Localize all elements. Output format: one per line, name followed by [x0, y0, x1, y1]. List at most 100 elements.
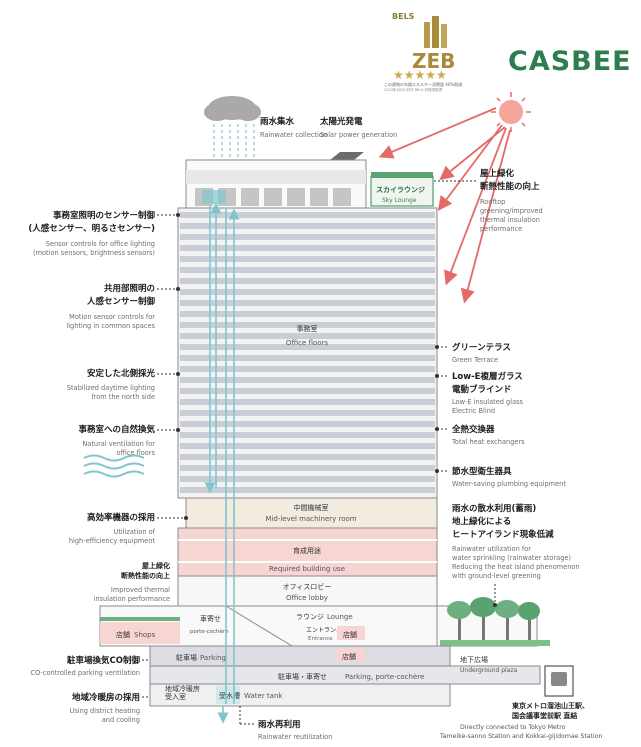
station-icon — [544, 665, 574, 697]
shops-en: Shops — [134, 631, 156, 639]
star-rating: ★★★★★ — [393, 68, 447, 82]
callout-rainwater-reuse: 雨水再利用 Rainwater reutilization — [239, 706, 332, 741]
casbee-logo: CASBEE — [508, 46, 632, 77]
callout-rainwater-collection: 雨水集水 Rainwater collection — [260, 116, 327, 139]
svg-text:Water-saving plumbing equipmen: Water-saving plumbing equipment — [452, 480, 566, 488]
lounge-en: Lounge — [327, 613, 353, 621]
svg-text:Rainwater reutilization: Rainwater reutilization — [258, 733, 332, 741]
wind-icon — [83, 454, 145, 478]
parking-en: Parking — [200, 654, 226, 662]
tree-icon — [495, 600, 519, 645]
office-floor-slab — [180, 432, 435, 438]
rainwater-pipes — [204, 202, 240, 724]
office-lobby-jp: オフィスロビー — [283, 582, 332, 591]
svg-text:Low-E複層ガラス電動ブラインド: Low-E複層ガラス電動ブラインド — [452, 371, 523, 395]
parking2-en: Parking, porte-cochère — [345, 673, 424, 681]
office-floor-slab — [180, 311, 435, 317]
callout-station: 東京メトロ溜池山王駅、国会議事堂前駅 直結 Directly connected… — [439, 701, 602, 740]
svg-text:雨水再利用: 雨水再利用 — [258, 719, 301, 730]
office-floor-slab — [180, 399, 435, 405]
dhc-jp: 地域冷暖房受入室 — [165, 684, 200, 701]
zeb-building-icon — [424, 16, 447, 48]
svg-text:駐車場換気CO制御: 駐車場換気CO制御 — [67, 655, 140, 666]
porte-cochere-jp: 車寄せ — [200, 614, 221, 623]
office-floor-slab — [180, 443, 435, 449]
star-icon: ★★★★★ — [393, 68, 447, 82]
entrance-jp: エントランス — [306, 627, 342, 634]
svg-text:Green Terrace: Green Terrace — [452, 356, 498, 364]
office-lobby: オフィスロビー Office lobby — [177, 575, 438, 607]
sun-icon — [491, 92, 531, 132]
callout-jp-2: (人感センサー、明るさセンサー) — [28, 223, 155, 234]
office-floors-en: Office floors — [286, 339, 329, 347]
office-floor-slab — [180, 289, 435, 295]
office-floor-slab — [180, 476, 435, 482]
zeb-label: ZEB — [412, 49, 455, 73]
callout-jp-1: 事務室照明のセンサー制御 — [53, 210, 156, 221]
shops2-jp: 店舗 — [343, 630, 357, 639]
ground-trees — [440, 597, 550, 646]
office-floor-slab — [180, 234, 435, 240]
penthouse — [185, 159, 367, 209]
office-floors-jp: 事務室 — [297, 324, 318, 333]
office-floor-slab — [180, 421, 435, 427]
zeb-note-2: 2024年4月30日付 BELS 評価書取得 — [384, 87, 443, 92]
svg-text:Directly connected to Tokyo Me: Directly connected to Tokyo MetroTameike… — [439, 724, 602, 740]
office-lobby-en: Office lobby — [286, 594, 328, 602]
office-floor-slab — [180, 245, 435, 251]
callout-en: Solar power generation — [320, 131, 397, 139]
svg-text:雨水の散水利用(蓄雨)地上緑化によるヒートアイランド現象低減: 雨水の散水利用(蓄雨)地上緑化によるヒートアイランド現象低減 — [452, 503, 554, 540]
callout-green-terrace: グリーンテラス Green Terrace — [435, 342, 511, 364]
callout-rainwater-sprinkling: 雨水の散水利用(蓄雨)地上緑化によるヒートアイランド現象低減 Rainwater… — [452, 503, 580, 607]
svg-text:事務室への自然換気: 事務室への自然換気 — [78, 424, 155, 435]
underground-plaza-jp: 地下広場 — [460, 655, 488, 664]
porte-cochere-en: porte-cochère — [190, 628, 229, 635]
basement-b2: 駐車場・車寄せ Parking, porte-cochère 地下広場 Unde… — [149, 655, 541, 685]
office-tower — [177, 207, 438, 499]
svg-text:事務室照明のセンサー制御(人感センサー、明るさセンサー): 事務室照明のセンサー制御 (人感センサー、明るさセンサー) — [28, 210, 155, 234]
tree-icon — [447, 601, 471, 645]
bels-zeb-logo: BELS ZEB ★★★★★ この建物の年間エネルギー消費量 40%削減 202… — [384, 12, 462, 92]
lounge-jp: ラウンジ — [296, 613, 324, 621]
svg-text:CO-controlled parking ventilat: CO-controlled parking ventilation — [31, 669, 141, 677]
office-floor-slab — [180, 377, 435, 383]
office-floor-slab — [180, 487, 435, 493]
sky-lounge-en: Sky Lounge — [382, 197, 417, 204]
office-floor-slab — [180, 300, 435, 306]
svg-text:全熱交換器: 全熱交換器 — [451, 424, 495, 435]
callout-jp: 雨水集水 — [260, 116, 295, 127]
callout-jp: 太陽光発電 — [319, 116, 363, 127]
basement-b3: 地域冷暖房受入室 受水槽 Water tank — [149, 683, 451, 707]
underground-plaza-en: Underground plaza — [460, 667, 517, 674]
svg-text:地域冷暖房の採用: 地域冷暖房の採用 — [72, 692, 140, 703]
svg-text:東京メトロ溜池山王駅、国会議事堂前駅 直結: 東京メトロ溜池山王駅、国会議事堂前駅 直結 — [512, 701, 589, 720]
parking-jp: 駐車場 — [176, 653, 197, 662]
zeb-note-1: この建物の年間エネルギー消費量 40%削減 — [384, 81, 462, 87]
svg-text:Total heat exchangers: Total heat exchangers — [451, 438, 525, 446]
callout-solar-power: 太陽光発電 Solar power generation — [319, 116, 397, 139]
office-floors-label: 事務室 Office floors — [286, 324, 329, 347]
office-floor-slab — [180, 256, 435, 262]
svg-text:安定した北側採光: 安定した北側採光 — [87, 368, 156, 379]
office-floor-slab — [180, 322, 435, 328]
callout-parking-co: 駐車場換気CO制御 CO-controlled parking ventilat… — [31, 655, 150, 677]
office-floor-slab — [180, 212, 435, 218]
office-floor-slab — [180, 366, 435, 372]
solar-panel-icon — [330, 152, 364, 160]
left-callouts: 事務室照明のセンサー制御(人感センサー、明るさセンサー) Sensor cont… — [28, 210, 188, 724]
office-floor-slab — [180, 388, 435, 394]
office-floor-slab — [180, 454, 435, 460]
required-jp: 育成用途 — [293, 546, 321, 555]
